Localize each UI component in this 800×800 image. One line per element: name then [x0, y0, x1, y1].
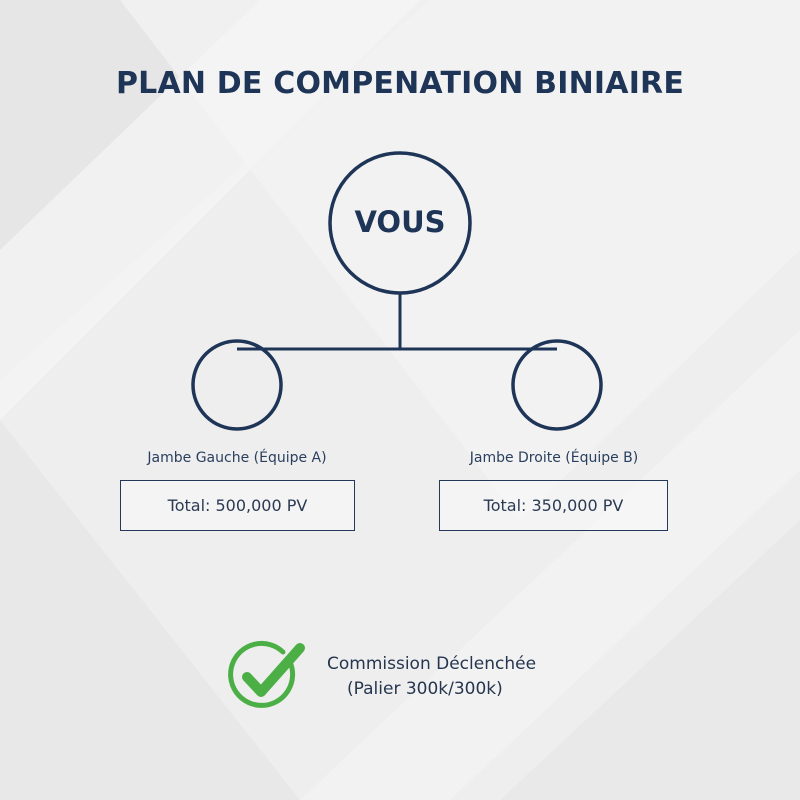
left-leg-total-box: Total: 500,000 PV — [120, 480, 355, 531]
left-leg-label: Jambe Gauche (Équipe A) — [147, 450, 327, 466]
check-circle-icon — [228, 640, 305, 708]
left-leg-total: Total: 500,000 PV — [167, 496, 308, 515]
commission-status-title: Commission Déclenchée — [327, 654, 537, 674]
right-leg-node — [511, 339, 603, 431]
right-leg-total: Total: 350,000 PV — [483, 496, 624, 515]
right-leg-total-box: Total: 350,000 PV — [439, 480, 668, 531]
commission-status-detail: (Palier 300k/300k) — [347, 679, 503, 699]
right-leg-label: Jambe Droite (Équipe B) — [469, 450, 639, 466]
page-title: PLAN DE COMPENATION BINIAIRE — [115, 66, 685, 101]
root-node-label: VOUS — [354, 205, 446, 239]
left-leg-node — [191, 339, 283, 431]
